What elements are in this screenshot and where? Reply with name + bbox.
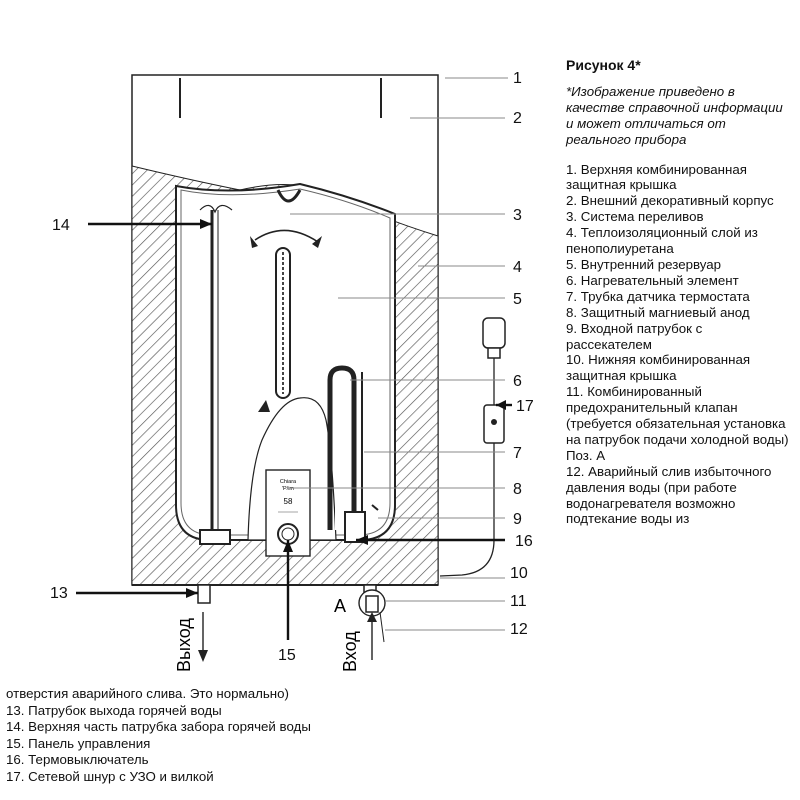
inlet-label: Вход: [340, 631, 360, 672]
panel-brand: Chiara: [280, 479, 297, 485]
callout-numbers: 1 2 3 4 5 6 7 8 9 10 11 12 13 14 15 16 1…: [50, 70, 534, 664]
callout-3: 3: [513, 207, 522, 224]
legend-item-3: 3. Система переливов: [566, 209, 704, 225]
flow-arrow: [258, 400, 270, 412]
callout-14: 14: [52, 217, 70, 234]
legend-item-2: 2. Внешний декоративный корпус: [566, 193, 774, 209]
callout-12: 12: [510, 621, 528, 638]
callout-16: 16: [515, 533, 533, 550]
legend-item-17: 17. Сетевой шнур с УЗО и вилкой: [6, 768, 214, 784]
inlet-marker: А: [334, 596, 346, 616]
panel-display: 58: [284, 497, 293, 506]
legend-item-14: 14. Верхняя часть патрубка забора горяче…: [6, 719, 311, 734]
callout-9: 9: [513, 511, 522, 528]
legend-item-4: 4. Теплоизоляционный слой из пенополиуре…: [566, 225, 758, 257]
callout-15: 15: [278, 647, 296, 664]
legend-item-1: 1. Верхняя комбинированная защитная крыш…: [566, 161, 747, 193]
legend-item-13: 13. Патрубок выхода горячей воды: [6, 702, 222, 718]
overflow-system: [250, 189, 322, 248]
callout-11: 11: [510, 593, 527, 610]
callout-17: 17: [516, 398, 534, 415]
outlet-label: Выход: [174, 618, 194, 672]
callout-5: 5: [513, 291, 522, 308]
heating-element: [327, 365, 357, 530]
cold-water-inlet: [358, 584, 386, 660]
legend-item-5: 5. Внутренний резервуар: [566, 256, 722, 272]
legend-continued-line: отверстия аварийного слива. Это нормальн…: [6, 686, 289, 701]
leader-lines: [290, 77, 508, 631]
legend-continued: отверстия аварийного слива. Это нормальн…: [6, 686, 566, 785]
callout-1: 1: [513, 70, 522, 87]
legend-item-9: 9. Входной патрубок с рассекателем: [566, 320, 703, 352]
legend-item-15: 15. Панель управления: [6, 735, 151, 751]
panel-model: 'P/im: [282, 486, 294, 492]
legend-item-16: 16. Термовыключатель: [6, 752, 149, 767]
magnesium-anode: [275, 247, 291, 399]
legend-item-12: 12. Аварийный слив избыточного давления …: [566, 463, 772, 527]
callout-6: 6: [513, 373, 522, 390]
callout-4: 4: [513, 259, 522, 276]
hot-water-intake-pipe: [199, 204, 233, 540]
callout-2: 2: [513, 110, 522, 127]
callout-10: 10: [510, 565, 528, 582]
figure-title: Рисунок 4*: [566, 57, 641, 73]
pipe-fittings: [199, 504, 379, 545]
legend-item-11: 11. Комбинированный предохранительный кл…: [566, 384, 789, 463]
hot-water-outlet: [197, 584, 211, 662]
legend-item-6: 6. Нагревательный элемент: [566, 272, 739, 288]
callout-13: 13: [50, 585, 68, 602]
legend-item-10: 10. Нижняя комбинированная защитная крыш…: [566, 352, 751, 384]
callout-8: 8: [513, 481, 522, 498]
callout-7: 7: [513, 445, 522, 462]
legend-item-8: 8. Защитный магниевый анод: [566, 304, 750, 320]
legend-item-7: 7. Трубка датчика термостата: [566, 288, 750, 304]
power-cord: [439, 317, 506, 577]
legend-panel: Рисунок 4* *Изображение приведено в каче…: [566, 57, 791, 527]
figure-note: *Изображение приведено в качестве справо…: [566, 83, 783, 147]
